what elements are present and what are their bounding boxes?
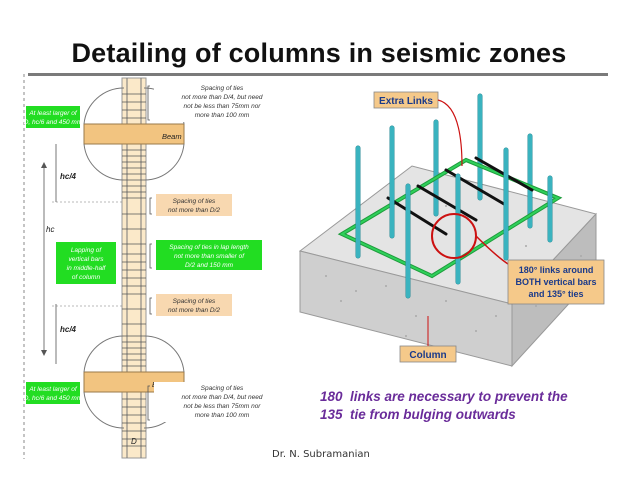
bottom-spacing-note-box (154, 382, 290, 422)
bottom-spacing-line3: not be less than 75mm nor (184, 403, 262, 410)
links-note-line3: and 135° ties (528, 289, 583, 299)
mid-lower-line1: Spacing of ties (173, 298, 216, 305)
lapping-note-box (56, 242, 116, 284)
lapping-line2: vertical bars (68, 256, 104, 263)
lap-spacing-line3: D/2 and 150 mm (185, 262, 234, 269)
column-label: Column (409, 350, 446, 361)
extra-links-label: Extra Links (379, 96, 433, 107)
hc4-bottom-label: hc/4 (60, 325, 77, 334)
lap-spacing-line1: Spacing of ties in lap length (169, 244, 249, 251)
column-detailing-diagram: Beam Beam At least larger of D, hc/6 and… (23, 74, 290, 459)
caption-line-1: 180 links are necessary to prevent the (320, 389, 568, 404)
top-left-note-line2: D, hc/6 and 450 mm (24, 119, 83, 126)
mid-upper-line1: Spacing of ties (173, 198, 216, 205)
top-spacing-note-box (154, 82, 290, 122)
links-note-line2: BOTH vertical bars (515, 277, 596, 287)
bottom-left-note-box (26, 382, 80, 404)
bottom-spacing-line1: Spacing of ties (201, 385, 244, 392)
d-label: D (131, 437, 137, 446)
top-spacing-line1: Spacing of ties (201, 85, 244, 92)
links-note-box (507, 259, 605, 305)
bottom-left-note-line2: D, hc/6 and 450 mm (24, 395, 83, 402)
lapping-line1: Lapping of (71, 247, 103, 254)
link-detail-diagram: Extra Links 180° links around BOTH verti… (298, 91, 605, 368)
caption-line-2: 135 tie from bulging outwards (320, 407, 516, 422)
title-underline (28, 73, 608, 76)
top-spacing-line4: more than 100 mm (195, 112, 250, 119)
top-left-note-box (26, 106, 80, 128)
mid-upper-line2: not more than D/2 (168, 207, 220, 214)
lapping-line4: of column (72, 274, 101, 281)
lapping-line3: in middle-half (67, 265, 107, 272)
bottom-spacing-line2: not more than D/4, but need (182, 394, 263, 401)
caption: 180 links are necessary to prevent the 1… (320, 388, 568, 424)
lap-spacing-note-box (156, 240, 262, 270)
links-note-line1: 180° links around (519, 265, 594, 275)
top-spacing-line2: not more than D/4, but need (182, 94, 263, 101)
bottom-spacing-line4: more than 100 mm (195, 412, 250, 419)
extra-link-1 (386, 196, 448, 236)
top-spacing-line3: not be less than 75mm nor (184, 103, 262, 110)
lap-spacing-line2: not more than smaller of (174, 253, 245, 260)
mid-spacing-lower-box (156, 294, 232, 316)
mid-spacing-upper-box (156, 194, 232, 216)
mid-lower-line2: not more than D/2 (168, 307, 220, 314)
hc-label: hc (46, 225, 54, 234)
slide-title: Detailing of columns in seismic zones (71, 38, 567, 68)
extra-link-2 (416, 184, 478, 222)
beam-top (83, 123, 185, 145)
author-credit: Dr. N. Subramanian (272, 449, 370, 460)
top-left-note-line1: At least larger of (28, 110, 78, 117)
bottom-left-note-line1: At least larger of (28, 386, 78, 393)
beam-top-label: Beam (162, 132, 182, 141)
hc4-top-label: hc/4 (60, 172, 77, 181)
